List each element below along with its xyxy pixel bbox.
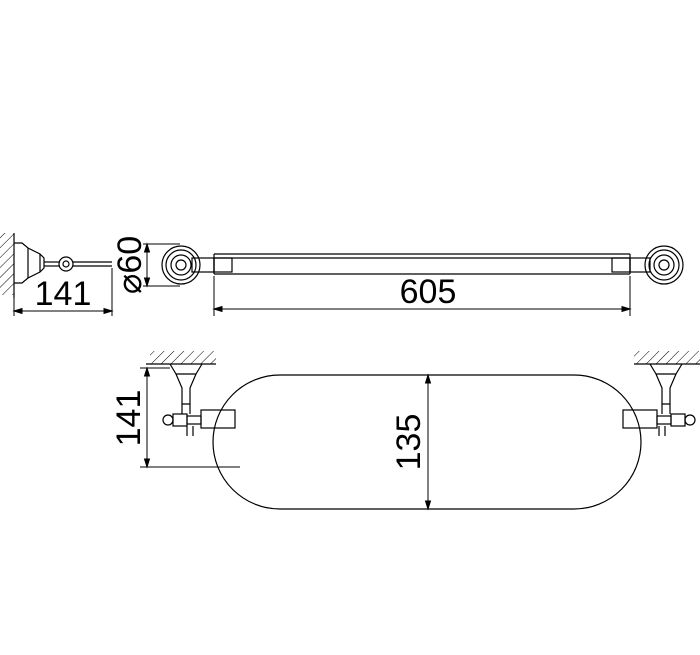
shelf-width-dimension <box>424 373 432 511</box>
top-view-right-bracket <box>622 363 696 436</box>
right-rosette <box>629 245 684 285</box>
side-depth-dimension <box>12 268 114 316</box>
shelf-side-edge <box>213 253 631 275</box>
wall-hatch-right <box>634 351 700 365</box>
length-dimension <box>212 276 632 316</box>
side-view-left-bracket <box>0 233 112 298</box>
length-label: 605 <box>400 273 457 311</box>
top-depth-dimension <box>140 366 240 469</box>
wall-hatch-left <box>146 351 216 365</box>
shelf-width-label: 135 <box>390 414 428 471</box>
side-depth-label: 141 <box>35 275 92 313</box>
rosette-diameter-dimension <box>143 242 180 288</box>
top-depth-label: 141 <box>110 390 148 447</box>
rosette-diameter-label: ⌀60 <box>111 236 149 294</box>
top-view-left-bracket <box>162 363 236 436</box>
glass-shelf-outline <box>212 374 642 510</box>
left-rosette <box>161 245 215 285</box>
